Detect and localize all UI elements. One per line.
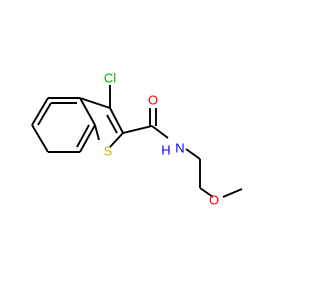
bond — [199, 187, 214, 198]
bond — [106, 114, 118, 134]
bond — [222, 188, 243, 198]
bond — [151, 125, 169, 139]
bond — [94, 124, 100, 141]
bond — [109, 107, 124, 134]
atom-label-s: S — [104, 144, 113, 159]
atom-label-o-carbonyl: O — [148, 93, 158, 108]
bond — [109, 132, 124, 148]
bond — [79, 124, 96, 153]
bond — [76, 124, 90, 148]
atom-label-n: N — [175, 141, 184, 156]
bond — [31, 97, 49, 126]
molecule-structure: Cl O N H S O — [31, 71, 243, 208]
bond — [185, 148, 201, 160]
bond — [37, 102, 52, 126]
bond — [31, 124, 49, 153]
bond — [79, 97, 96, 126]
atom-label-h: H — [161, 143, 170, 158]
bond — [122, 125, 153, 134]
bond — [79, 97, 111, 109]
molecule-canvas: Cl O N H S O — [31, 70, 243, 208]
atom-label-cl: Cl — [104, 71, 116, 86]
atom-label-o-ether: O — [209, 193, 219, 208]
